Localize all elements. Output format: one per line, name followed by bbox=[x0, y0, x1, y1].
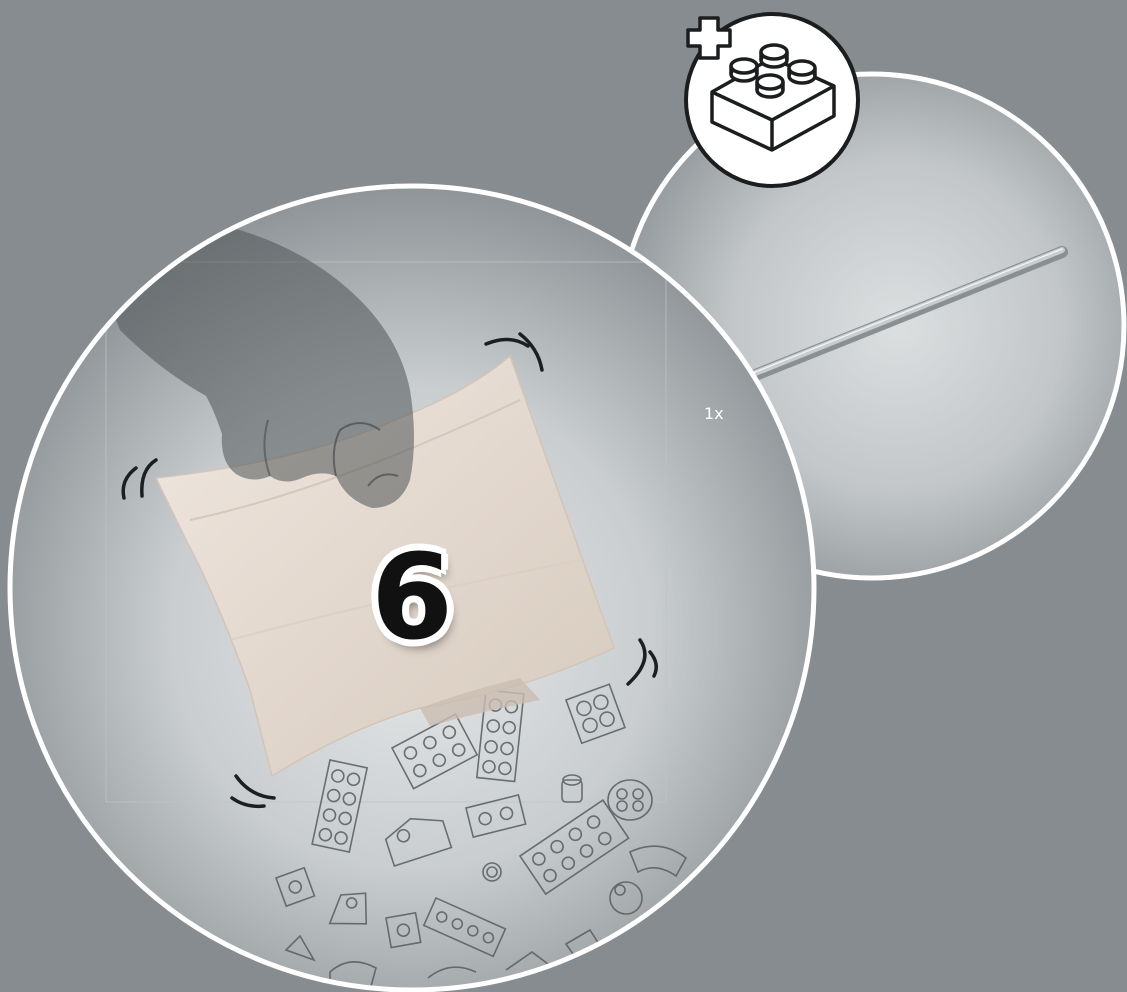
add-brick-badge bbox=[686, 14, 858, 186]
bag-number: 6 bbox=[362, 532, 462, 662]
part-quantity-label: 1x bbox=[704, 404, 724, 423]
